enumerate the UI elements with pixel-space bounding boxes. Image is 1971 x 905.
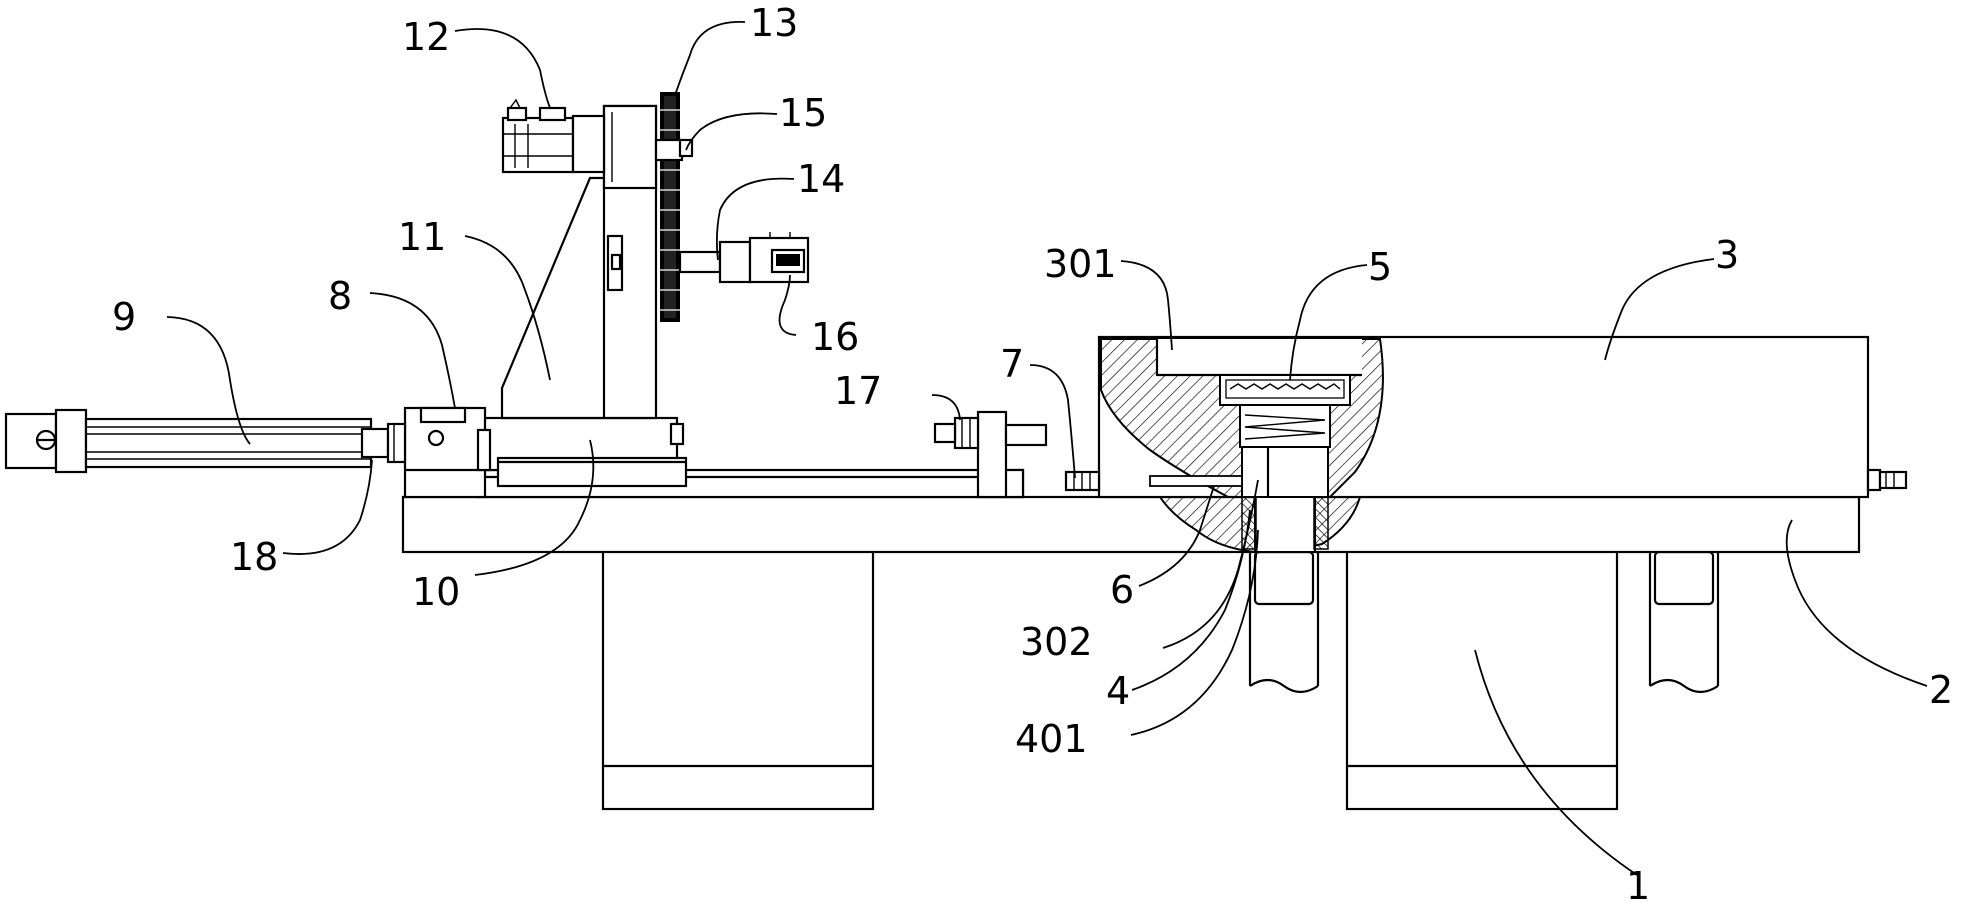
base-leg-left: [603, 551, 873, 809]
base-leg-right: [1347, 551, 1617, 809]
label-10: 10: [412, 570, 460, 614]
label-4: 4: [1106, 669, 1130, 713]
label-3: 3: [1715, 233, 1739, 277]
table-plate: [403, 497, 1859, 552]
label-17: 17: [834, 369, 882, 413]
label-18: 18: [230, 535, 278, 579]
fitting-7: [1066, 472, 1099, 490]
label-14: 14: [797, 157, 845, 201]
label-15: 15: [779, 91, 827, 135]
air-cylinder: [6, 410, 405, 472]
gripper-arm: [680, 232, 808, 282]
right-fitting: [1868, 470, 1906, 490]
label-7: 7: [1000, 342, 1024, 386]
label-2: 2: [1929, 668, 1953, 712]
label-301: 301: [1044, 242, 1117, 286]
slide-carriage: [484, 418, 686, 486]
servo-motor: [503, 100, 604, 172]
label-12: 12: [402, 15, 450, 59]
label-1: 1: [1626, 864, 1650, 905]
label-6: 6: [1110, 568, 1134, 612]
support-post-center: [1250, 552, 1318, 692]
label-302: 302: [1020, 620, 1093, 664]
support-post-right: [1650, 552, 1718, 692]
label-5: 5: [1368, 245, 1392, 289]
label-9: 9: [112, 295, 136, 339]
label-401: 401: [1015, 717, 1088, 761]
label-11: 11: [398, 215, 446, 259]
label-8: 8: [328, 274, 352, 318]
mount-block-8: [405, 408, 490, 497]
gear-13: [656, 92, 692, 322]
label-16: 16: [811, 315, 859, 359]
label-13: 13: [750, 1, 798, 45]
